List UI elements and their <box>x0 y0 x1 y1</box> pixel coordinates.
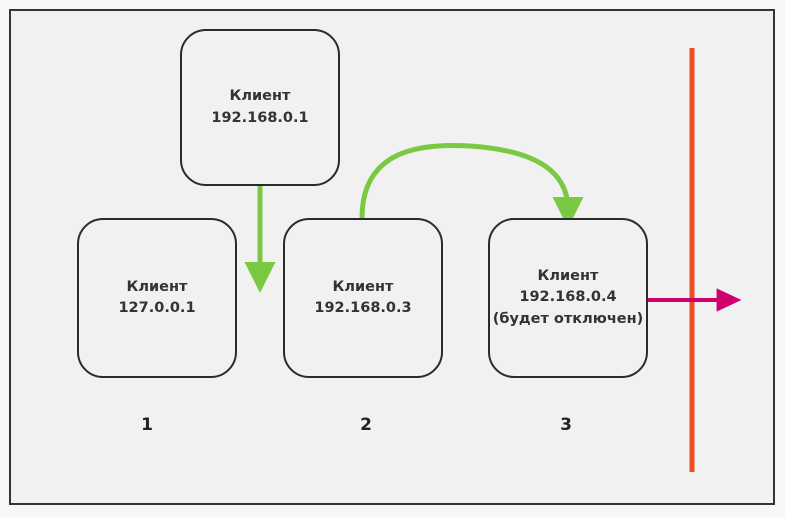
node-label-line: Клиент <box>332 278 394 295</box>
node-label-line: 192.168.0.1 <box>211 109 309 126</box>
node-label-line: 192.168.0.4 <box>519 289 617 306</box>
node-client-192-168-0-1[interactable]: Клиент 192.168.0.1 <box>180 29 340 186</box>
node-client-192-168-0-4[interactable]: Клиент 192.168.0.4 (будет отключен) <box>488 218 648 378</box>
step-label-2: 2 <box>360 415 372 435</box>
step-label-1: 1 <box>141 415 153 435</box>
node-label-line: (будет отключен) <box>492 310 644 327</box>
node-label-line: 192.168.0.3 <box>314 300 412 316</box>
node-label-line: Клиент <box>229 88 291 105</box>
node-label-line: Клиент <box>126 278 188 295</box>
node-label-line: 127.0.0.1 <box>118 300 196 316</box>
node-client-127-0-0-1[interactable]: Клиент 127.0.0.1 <box>77 218 237 378</box>
node-client-192-168-0-3[interactable]: Клиент 192.168.0.3 <box>283 218 443 378</box>
node-label-line: Клиент <box>537 268 599 285</box>
step-label-3: 3 <box>560 415 572 435</box>
